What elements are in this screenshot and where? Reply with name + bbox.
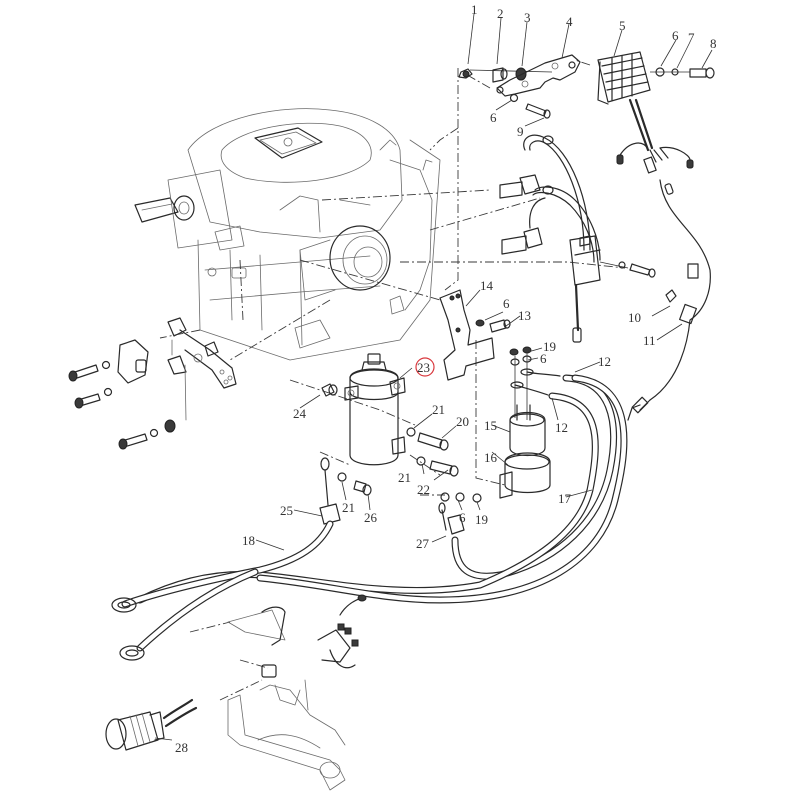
callout-6: 6	[540, 351, 547, 366]
solenoid-assembly	[439, 289, 551, 499]
callout-18: 18	[242, 533, 255, 548]
callout-6: 6	[490, 110, 497, 125]
battery-cables	[111, 368, 628, 661]
callout-6: 6	[503, 296, 510, 311]
callout-16: 16	[484, 450, 498, 465]
screw	[118, 419, 176, 450]
callout-12: 12	[598, 354, 611, 369]
callout-21: 21	[342, 500, 355, 515]
callout-13: 13	[518, 308, 531, 323]
callout-17: 17	[558, 491, 572, 506]
leader-lines	[154, 13, 713, 741]
starter-motor	[321, 353, 406, 466]
callout-6: 6	[459, 510, 466, 525]
callout-19: 19	[543, 339, 556, 354]
callout-15: 15	[484, 418, 497, 433]
callout-6: 6	[672, 28, 679, 43]
callout-4: 4	[566, 14, 573, 29]
callout-7: 7	[688, 30, 695, 45]
callout-2: 2	[497, 6, 504, 21]
callout-23[interactable]: 23	[417, 360, 430, 375]
callout-1: 1	[471, 2, 478, 17]
callout-8: 8	[710, 36, 717, 51]
callout-20: 20	[456, 414, 469, 429]
callout-19: 19	[475, 512, 488, 527]
callout-11: 11	[643, 333, 656, 348]
callout-5: 5	[619, 18, 626, 33]
callout-27: 27	[416, 536, 430, 551]
callout-22: 22	[417, 482, 430, 497]
lower-harness	[105, 594, 367, 791]
callout-labels: 1 2 3 4 5 6 7 8 6 9 14 6 13 10 11 19 6 1…	[175, 2, 717, 755]
screw	[74, 387, 113, 409]
rectifier-regulator	[597, 51, 651, 105]
starter-fasteners	[328, 384, 482, 503]
callout-25: 25	[280, 503, 293, 518]
callout-3: 3	[524, 10, 531, 25]
highlighted-callout-23[interactable]: 23	[415, 357, 435, 377]
callout-28: 28	[175, 740, 188, 755]
assembly-lines	[159, 59, 626, 701]
engine-block	[134, 108, 441, 361]
callout-24: 24	[293, 406, 307, 421]
callout-9: 9	[517, 124, 524, 139]
highlight-circle	[415, 357, 435, 377]
callout-21: 21	[398, 470, 411, 485]
screw	[68, 360, 111, 382]
ignition-coil-assembly	[499, 134, 711, 421]
switch-bracket-assembly	[68, 317, 237, 450]
callout-10: 10	[628, 310, 641, 325]
callout-26: 26	[364, 510, 378, 525]
callout-21: 21	[432, 402, 445, 417]
top-hardware	[458, 51, 715, 174]
callout-14: 14	[480, 278, 494, 293]
callout-12: 12	[555, 420, 568, 435]
